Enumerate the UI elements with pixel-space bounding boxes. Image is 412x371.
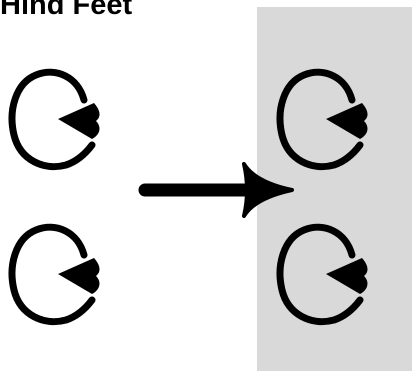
hind-foot-icon — [276, 223, 368, 326]
hind-foot-icon — [276, 68, 368, 171]
hind-foot-icon — [8, 68, 100, 171]
hind-foot-icon — [8, 223, 100, 326]
arrow-right-icon — [138, 162, 294, 218]
page-title: Hind Feet — [0, 0, 133, 21]
